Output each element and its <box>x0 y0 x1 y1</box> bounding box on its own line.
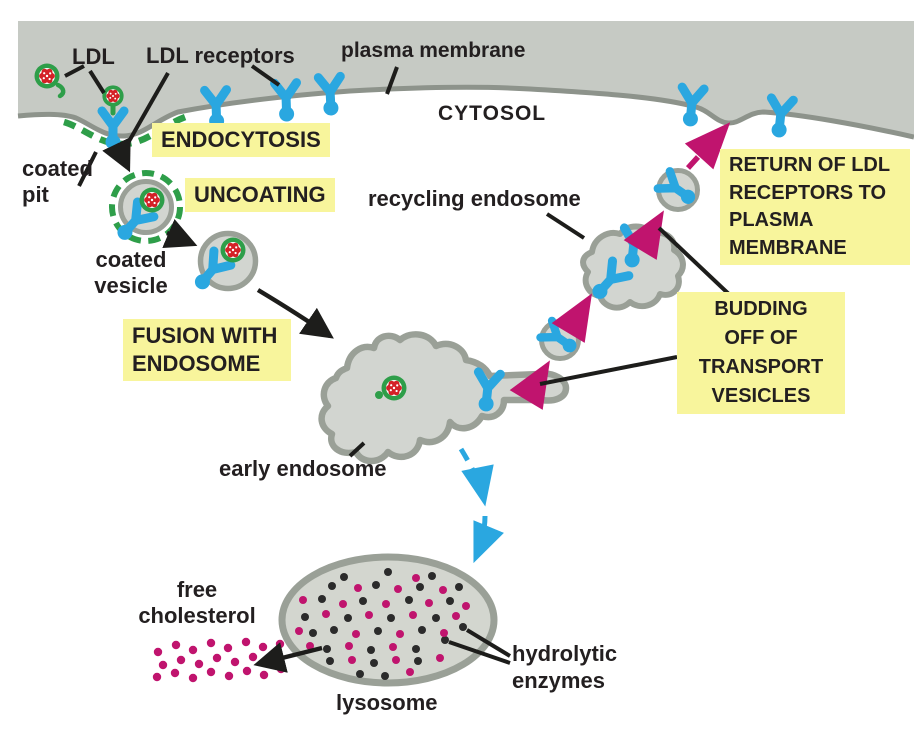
leader-early-endosome <box>348 441 366 458</box>
free-cholesterol-dots-inside <box>295 574 470 676</box>
label-lysosome: lysosome <box>336 690 438 715</box>
label-hydrolytic-line2: enzymes <box>512 667 605 693</box>
label-coated-vesicle-line2: vesicle <box>94 272 168 298</box>
callout-return-line3: PLASMA <box>729 209 814 232</box>
callout-budding-line2: OFF OF <box>724 327 798 349</box>
arrow-fusion <box>256 288 334 339</box>
ldl-particle <box>375 375 407 401</box>
leader-recycling-endosome <box>545 212 586 240</box>
callout-return-line4: MEMBRANE <box>729 236 847 259</box>
label-ldl-receptors: LDL receptors <box>146 43 295 68</box>
leader-ldl-left <box>64 64 85 78</box>
arrow-to-lysosome <box>458 447 504 564</box>
ldl-particle <box>34 63 66 99</box>
callout-uncoating: UNCOATING <box>185 178 335 213</box>
label-plasma-membrane: plasma membrane <box>341 39 526 62</box>
label-free-cholesterol-line2: cholesterol <box>138 602 256 628</box>
callout-fusion-line2: ENDOSOME <box>132 351 261 377</box>
label-hydrolytic-line1: hydrolytic <box>512 641 618 666</box>
early-endosome <box>318 331 570 465</box>
arrow-return-to-membrane <box>684 122 731 170</box>
label-recycling-endosome: recycling endosome <box>368 186 581 211</box>
callout-return-line2: RECEPTORS TO <box>729 181 887 204</box>
arrow-cholesterol-release <box>253 642 323 673</box>
coated-vesicle <box>112 170 183 245</box>
label-free-cholesterol: free cholesterol <box>132 577 262 629</box>
label-ldl: LDL <box>72 44 115 69</box>
callout-fusion-line1: FUSION WITH <box>132 323 278 348</box>
label-coated-vesicle: coated vesicle <box>88 247 174 299</box>
ldl-particle <box>102 85 124 116</box>
label-hydrolytic-enzymes: hydrolytic enzymes <box>512 641 617 695</box>
callout-fusion-with-endosome: FUSION WITH ENDOSOME <box>123 319 291 382</box>
arrow-recycling-1 <box>509 360 550 410</box>
plasma-membrane <box>17 84 914 140</box>
transport-vesicle <box>658 171 700 210</box>
leader-budding-upper <box>657 226 735 300</box>
leader-budding-lower <box>539 355 678 386</box>
leader-hydrolytic-1 <box>448 640 511 665</box>
label-cytosol: CYTOSOL <box>438 102 547 125</box>
arrow-recycling-3 <box>623 210 664 260</box>
extracellular-space <box>18 21 914 137</box>
callout-return-of-ldl-receptors: RETURN OF LDL RECEPTORS TO PLASMA MEMBRA… <box>720 149 910 266</box>
callout-return-line1: RETURN OF LDL <box>729 154 891 176</box>
leader-ldl-right <box>88 69 106 95</box>
leader-coated-pit <box>77 151 98 187</box>
hydrolytic-enzyme-dots <box>301 568 467 680</box>
lysosome <box>278 553 498 687</box>
label-coated-vesicle-line1: coated <box>95 247 167 272</box>
label-coated-pit-line2: pit <box>22 181 49 207</box>
leader-hydrolytic-2 <box>465 628 512 658</box>
leader-ldl-receptors-membrane <box>250 64 281 87</box>
callout-budding-line3: TRANSPORT <box>698 356 824 378</box>
ldl-particle <box>139 187 165 213</box>
label-free-cholesterol-line1: free <box>176 577 218 602</box>
arrow-pit-to-vesicle <box>102 137 131 173</box>
callout-budding-line1: BUDDING <box>714 298 808 320</box>
leader-ldl-receptors-pit <box>126 72 170 144</box>
label-coated-pit-line1: coated <box>22 156 93 181</box>
uncoated-vesicle <box>189 230 259 295</box>
callout-endocytosis: ENDOCYTOSIS <box>152 123 330 158</box>
ldl-particle <box>220 237 246 263</box>
arrow-uncoating <box>162 219 198 249</box>
label-coated-pit: coated pit <box>22 156 93 208</box>
label-early-endosome: early endosome <box>219 456 387 481</box>
arrow-recycling-2 <box>551 293 592 343</box>
callout-budding-off: BUDDING OFF OF TRANSPORT VESICLES <box>677 292 845 414</box>
transport-vesicle <box>540 321 581 359</box>
leader-plasma-membrane <box>385 66 399 95</box>
callout-budding-line4: VESICLES <box>711 385 811 407</box>
